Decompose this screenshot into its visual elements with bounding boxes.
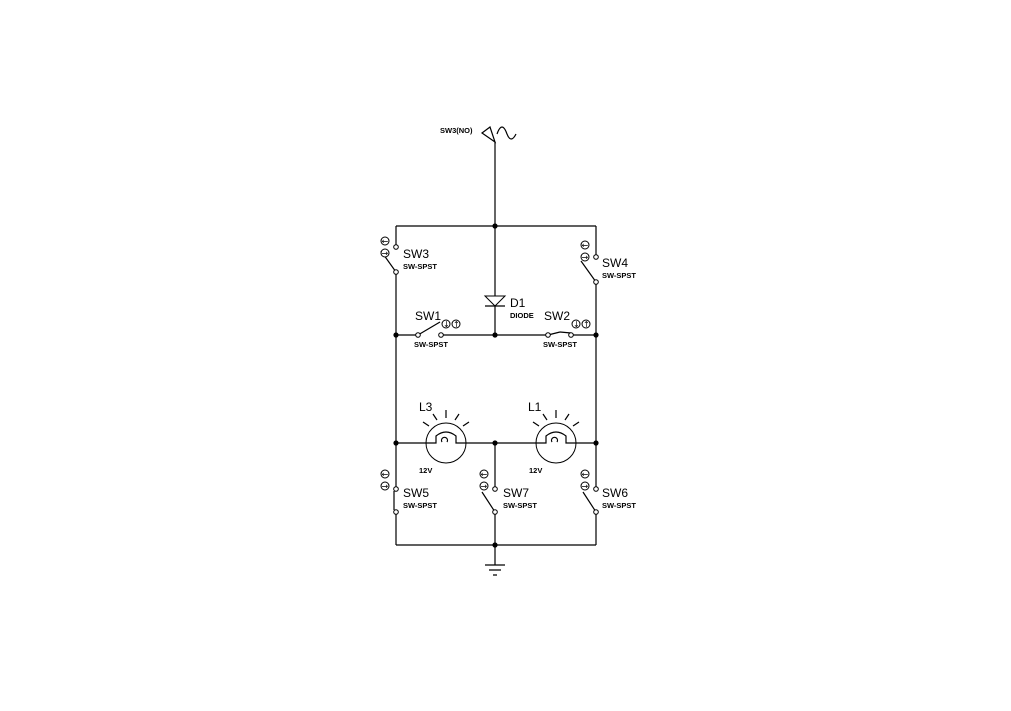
- right-arrow-glyph: →: [481, 482, 488, 491]
- right-arrow-button-icon[interactable]: [479, 481, 489, 491]
- right-arrow-button-icon[interactable]: [580, 252, 590, 262]
- left-arrow-glyph: ←: [382, 237, 389, 246]
- diode-name: D1: [510, 296, 526, 310]
- left-arrow-button-icon[interactable]: [380, 236, 390, 246]
- light-rays-icon: [532, 410, 580, 427]
- up-arrow-glyph: ↑: [453, 320, 460, 329]
- lamp-rating: 12V: [419, 466, 432, 475]
- ground-icon: [485, 564, 505, 576]
- left-arrow-glyph: ←: [582, 241, 589, 250]
- left-arrow-glyph: ←: [481, 470, 488, 479]
- switch-sw6[interactable]: ← → SW6 SW-SPST: [580, 469, 636, 515]
- right-arrow-glyph: →: [382, 249, 389, 258]
- sine-wave-icon: [496, 126, 517, 140]
- switch-type: SW-SPST: [403, 262, 437, 271]
- lamp-rating: 12V: [529, 466, 542, 475]
- switch-name: SW7: [503, 486, 529, 500]
- switch-type: SW-SPST: [503, 501, 537, 510]
- up-arrow-glyph: ↑: [583, 320, 590, 329]
- lamp-l1[interactable]: L1 12V: [528, 400, 580, 475]
- right-arrow-button-icon[interactable]: [380, 481, 390, 491]
- switch-sw1[interactable]: ↓ ↑ SW1 SW-SPST: [414, 309, 461, 349]
- right-arrow-button-icon[interactable]: [580, 481, 590, 491]
- left-arrow-glyph: ←: [582, 470, 589, 479]
- light-rays-icon: [422, 410, 470, 427]
- down-arrow-button-icon[interactable]: [571, 319, 581, 329]
- down-arrow-glyph: ↓: [573, 320, 580, 329]
- switch-sw4[interactable]: ← → SW4 SW-SPST: [580, 240, 636, 285]
- right-arrow-button-icon[interactable]: [380, 248, 390, 258]
- left-arrow-button-icon[interactable]: [380, 469, 390, 479]
- switch-type: SW-SPST: [403, 501, 437, 510]
- down-arrow-button-icon[interactable]: [441, 319, 451, 329]
- switch-type: SW-SPST: [602, 501, 636, 510]
- lamp-l3[interactable]: L3 12V: [419, 400, 470, 475]
- switch-name: SW4: [602, 256, 628, 270]
- up-arrow-button-icon[interactable]: [451, 319, 461, 329]
- switch-type: SW-SPST: [602, 271, 636, 280]
- down-arrow-glyph: ↓: [443, 320, 450, 329]
- right-arrow-glyph: →: [582, 482, 589, 491]
- source-label: SW3(NO): [440, 126, 473, 135]
- switch-name: SW1: [415, 309, 441, 323]
- diode-type: DIODE: [510, 311, 534, 320]
- left-arrow-button-icon[interactable]: [580, 469, 590, 479]
- up-arrow-button-icon[interactable]: [581, 319, 591, 329]
- switch-sw3[interactable]: ← → SW3 SW-SPST: [380, 236, 437, 275]
- diode-d1[interactable]: D1 DIODE: [483, 295, 534, 320]
- switch-type: SW-SPST: [414, 340, 448, 349]
- left-arrow-button-icon[interactable]: [580, 240, 590, 250]
- switch-sw2[interactable]: ↓ ↑ SW2 SW-SPST: [543, 309, 591, 349]
- switch-sw5[interactable]: ← → SW5 SW-SPST: [380, 469, 437, 515]
- right-arrow-glyph: →: [582, 253, 589, 262]
- switch-name: SW2: [544, 309, 570, 323]
- source-terminal-icon: [480, 126, 497, 144]
- left-arrow-button-icon[interactable]: [479, 469, 489, 479]
- switch-name: SW6: [602, 486, 628, 500]
- lamp-name: L1: [528, 400, 542, 414]
- signal-source[interactable]: SW3(NO): [440, 126, 517, 144]
- lamp-name: L3: [419, 400, 433, 414]
- switch-sw7[interactable]: ← → SW7 SW-SPST: [479, 469, 537, 515]
- junctions: [393, 223, 599, 548]
- right-arrow-glyph: →: [382, 482, 389, 491]
- switch-name: SW5: [403, 486, 429, 500]
- switch-type: SW-SPST: [543, 340, 577, 349]
- left-arrow-glyph: ←: [382, 470, 389, 479]
- switch-name: SW3: [403, 247, 429, 261]
